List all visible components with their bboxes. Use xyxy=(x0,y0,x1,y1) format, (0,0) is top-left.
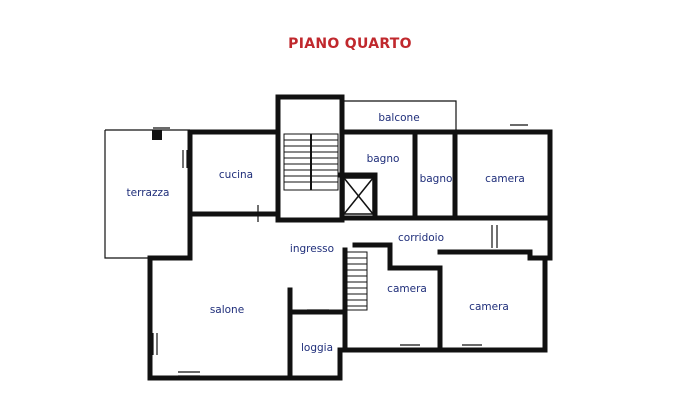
room-label-terrazza: terrazza xyxy=(127,187,170,199)
room-label-ingresso: ingresso xyxy=(290,243,334,255)
lift-shaft xyxy=(343,177,374,215)
staircase-lower xyxy=(344,251,368,311)
room-label-camera-1: camera xyxy=(485,173,525,185)
chimney xyxy=(152,130,162,140)
room-label-balcone: balcone xyxy=(378,112,419,124)
floor-title: PIANO QUARTO xyxy=(288,36,412,52)
room-label-loggia: loggia xyxy=(301,342,333,354)
walls xyxy=(147,94,553,381)
thin-outlines xyxy=(104,100,457,259)
room-label-salone: salone xyxy=(210,304,244,316)
room-label-cucina: cucina xyxy=(219,169,253,181)
room-label-corridoio: corridoio xyxy=(398,232,444,244)
staircase-upper xyxy=(283,133,339,191)
room-label-camera-3: camera xyxy=(469,301,509,313)
room-label-bagno-2: bagno xyxy=(420,173,453,185)
openings xyxy=(152,124,528,377)
room-label-camera-2: camera xyxy=(387,283,427,295)
room-label-bagno-1: bagno xyxy=(367,153,400,165)
